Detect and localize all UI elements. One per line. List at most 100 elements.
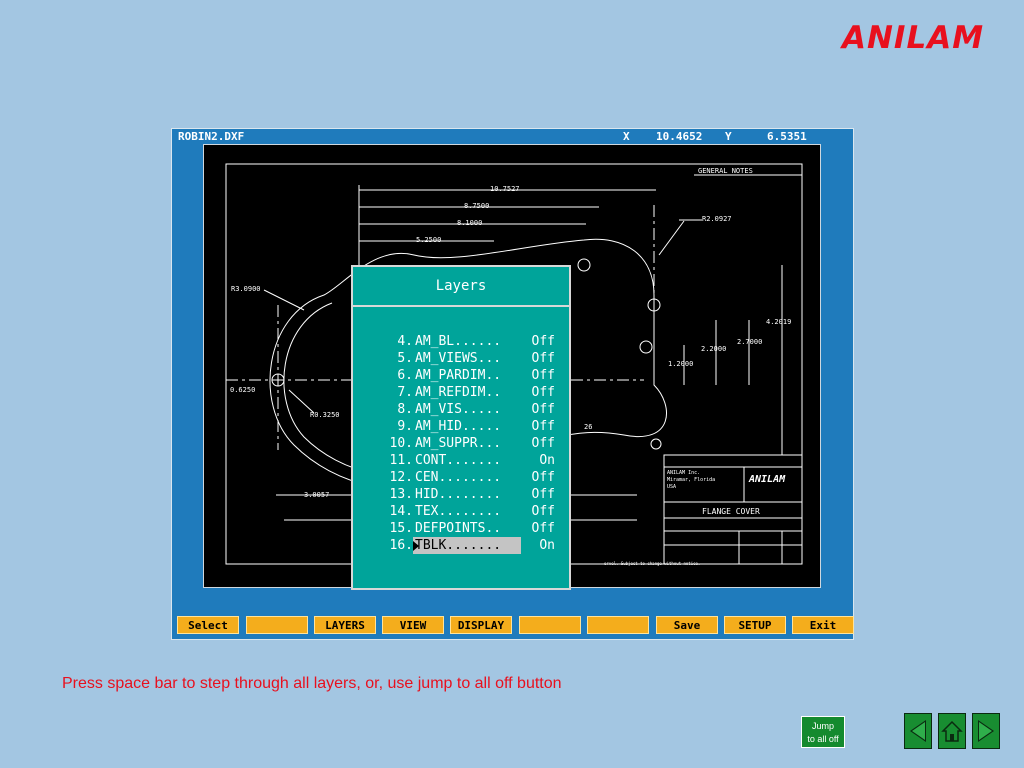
layer-state: Off (531, 487, 555, 502)
layer-row[interactable]: 13.HID........ Off (361, 486, 561, 503)
flange-outline (269, 238, 667, 490)
layer-row[interactable]: 16.TBLK....... On (361, 537, 561, 554)
jump-button-line1: Jump (811, 721, 834, 731)
function-key-7[interactable] (587, 616, 649, 634)
layer-row[interactable]: 15.DEFPOINTS.. Off (361, 520, 561, 537)
hole-top (577, 258, 591, 272)
layer-row[interactable]: 7.AM_REFDIM.. Off (361, 384, 561, 401)
layer-number: 4. (397, 334, 413, 349)
previous-slide-button[interactable] (904, 713, 932, 749)
layer-row[interactable]: 9.AM_HID.....Off (361, 418, 561, 435)
function-key-9[interactable]: SETUP (724, 616, 786, 634)
home-button[interactable] (938, 713, 966, 749)
function-key-5[interactable]: DISPLAY (450, 616, 512, 634)
hole-right-mid (639, 340, 653, 354)
dim-label-v2: 2.7000 (737, 338, 763, 346)
dim-label-v1: 4.2019 (766, 318, 792, 326)
layer-row[interactable]: 6.AM_PARDIM..Off (361, 367, 561, 384)
layer-row[interactable]: 10.AM_SUPPR...Off (361, 435, 561, 452)
layer-name: CONT....... (415, 453, 502, 468)
layers-dialog-title: Layers (353, 267, 569, 307)
x-coordinate: 10.4652 (656, 130, 703, 143)
selection-arrow-icon (413, 541, 419, 551)
layer-number: 9. (397, 419, 413, 434)
layer-state: Off (531, 368, 555, 383)
layer-name: HID........ (415, 487, 502, 502)
dim-label-v4: 1.2000 (668, 360, 694, 368)
layer-number: 13. (389, 487, 413, 502)
jump-to-all-off-button[interactable]: Jump to all off (801, 716, 845, 748)
dim-label-r-top: R2.0927 (702, 215, 732, 223)
title-block-country: USA (667, 484, 677, 490)
dim-label-angle: 26 (584, 423, 593, 431)
layer-name: DEFPOINTS.. (415, 521, 502, 536)
layer-row[interactable]: 4.AM_BL...... Off (361, 333, 561, 350)
layer-number: 8. (397, 402, 413, 417)
layer-number: 6. (397, 368, 413, 383)
dim-label-1: 10.7527 (490, 185, 520, 193)
layer-name: AM_REFDIM.. (415, 385, 502, 400)
function-key-8[interactable]: Save (656, 616, 718, 634)
layer-state: Off (531, 385, 555, 400)
layer-state: Off (531, 521, 555, 536)
hole-right-bottom (650, 438, 662, 450)
next-slide-button[interactable] (972, 713, 1000, 749)
function-key-4[interactable]: VIEW (382, 616, 444, 634)
layer-state: Off (531, 419, 555, 434)
drawing-footnote: ervel. Subject to change without notice. (604, 561, 701, 566)
dim-label-v3: 2.2000 (701, 345, 727, 353)
layer-state: On (539, 453, 555, 468)
general-notes-label: GENERAL NOTES (698, 167, 753, 175)
layer-state: Off (531, 334, 555, 349)
function-key-6[interactable] (519, 616, 581, 634)
y-label: Y (725, 130, 732, 143)
x-label: X (623, 130, 630, 143)
dim-label-r-hole: R0.3250 (310, 411, 340, 419)
layer-state: Off (531, 436, 555, 451)
layer-state: Off (531, 504, 555, 519)
layer-state: On (539, 538, 555, 553)
hole-left (271, 373, 285, 387)
home-icon (941, 720, 963, 742)
function-key-1[interactable]: Select (177, 616, 239, 634)
dim-label-r-left: R3.0900 (231, 285, 261, 293)
dim-label-4: 5.2500 (416, 236, 442, 244)
layer-number: 12. (389, 470, 413, 485)
layer-number: 10. (389, 436, 413, 451)
dim-label-bottom: 3.0057 (304, 491, 330, 499)
dim-label-2: 8.7500 (464, 202, 490, 210)
layer-name: CEN........ (415, 470, 502, 485)
layer-name: AM_BL...... (415, 334, 502, 349)
anilam-logo: ANILAM (842, 20, 985, 56)
file-name: ROBIN2.DXF (178, 130, 245, 143)
layer-number: 16. (389, 538, 413, 553)
function-key-10[interactable]: Exit (792, 616, 854, 634)
function-key-3[interactable]: LAYERS (314, 616, 376, 634)
leader-r-top-diag (658, 220, 685, 256)
layer-name: TBLK....... (413, 537, 521, 554)
layer-state: Off (531, 402, 555, 417)
layer-row[interactable]: 14.TEX........Off (361, 503, 561, 520)
cad-screen: ROBIN2.DXF X 10.4652 Y 6.5351 (171, 128, 854, 640)
leader-r-left (263, 289, 305, 311)
layer-row[interactable]: 11.CONT.......On (361, 452, 561, 469)
layer-row[interactable]: 5.AM_VIEWS...Off (361, 350, 561, 367)
function-key-2[interactable] (246, 616, 308, 634)
layer-number: 15. (389, 521, 413, 536)
dim-label-3: 8.1000 (457, 219, 483, 227)
layer-name: AM_VIS..... (415, 402, 502, 417)
layer-name: AM_VIEWS... (415, 351, 502, 366)
layer-row[interactable]: 12.CEN........ Off (361, 469, 561, 486)
cad-title-bar: ROBIN2.DXF X 10.4652 Y 6.5351 (172, 129, 853, 144)
layer-number: 7. (397, 385, 413, 400)
layer-row[interactable]: 8.AM_VIS..... Off (361, 401, 561, 418)
hole-right-top (647, 298, 661, 312)
layer-number: 5. (397, 351, 413, 366)
y-coordinate: 6.5351 (767, 130, 807, 143)
layer-name: TEX........ (415, 504, 502, 519)
layer-state: Off (531, 470, 555, 485)
triangle-right-icon (978, 720, 994, 742)
title-block-logo: ANILAM (749, 474, 786, 485)
